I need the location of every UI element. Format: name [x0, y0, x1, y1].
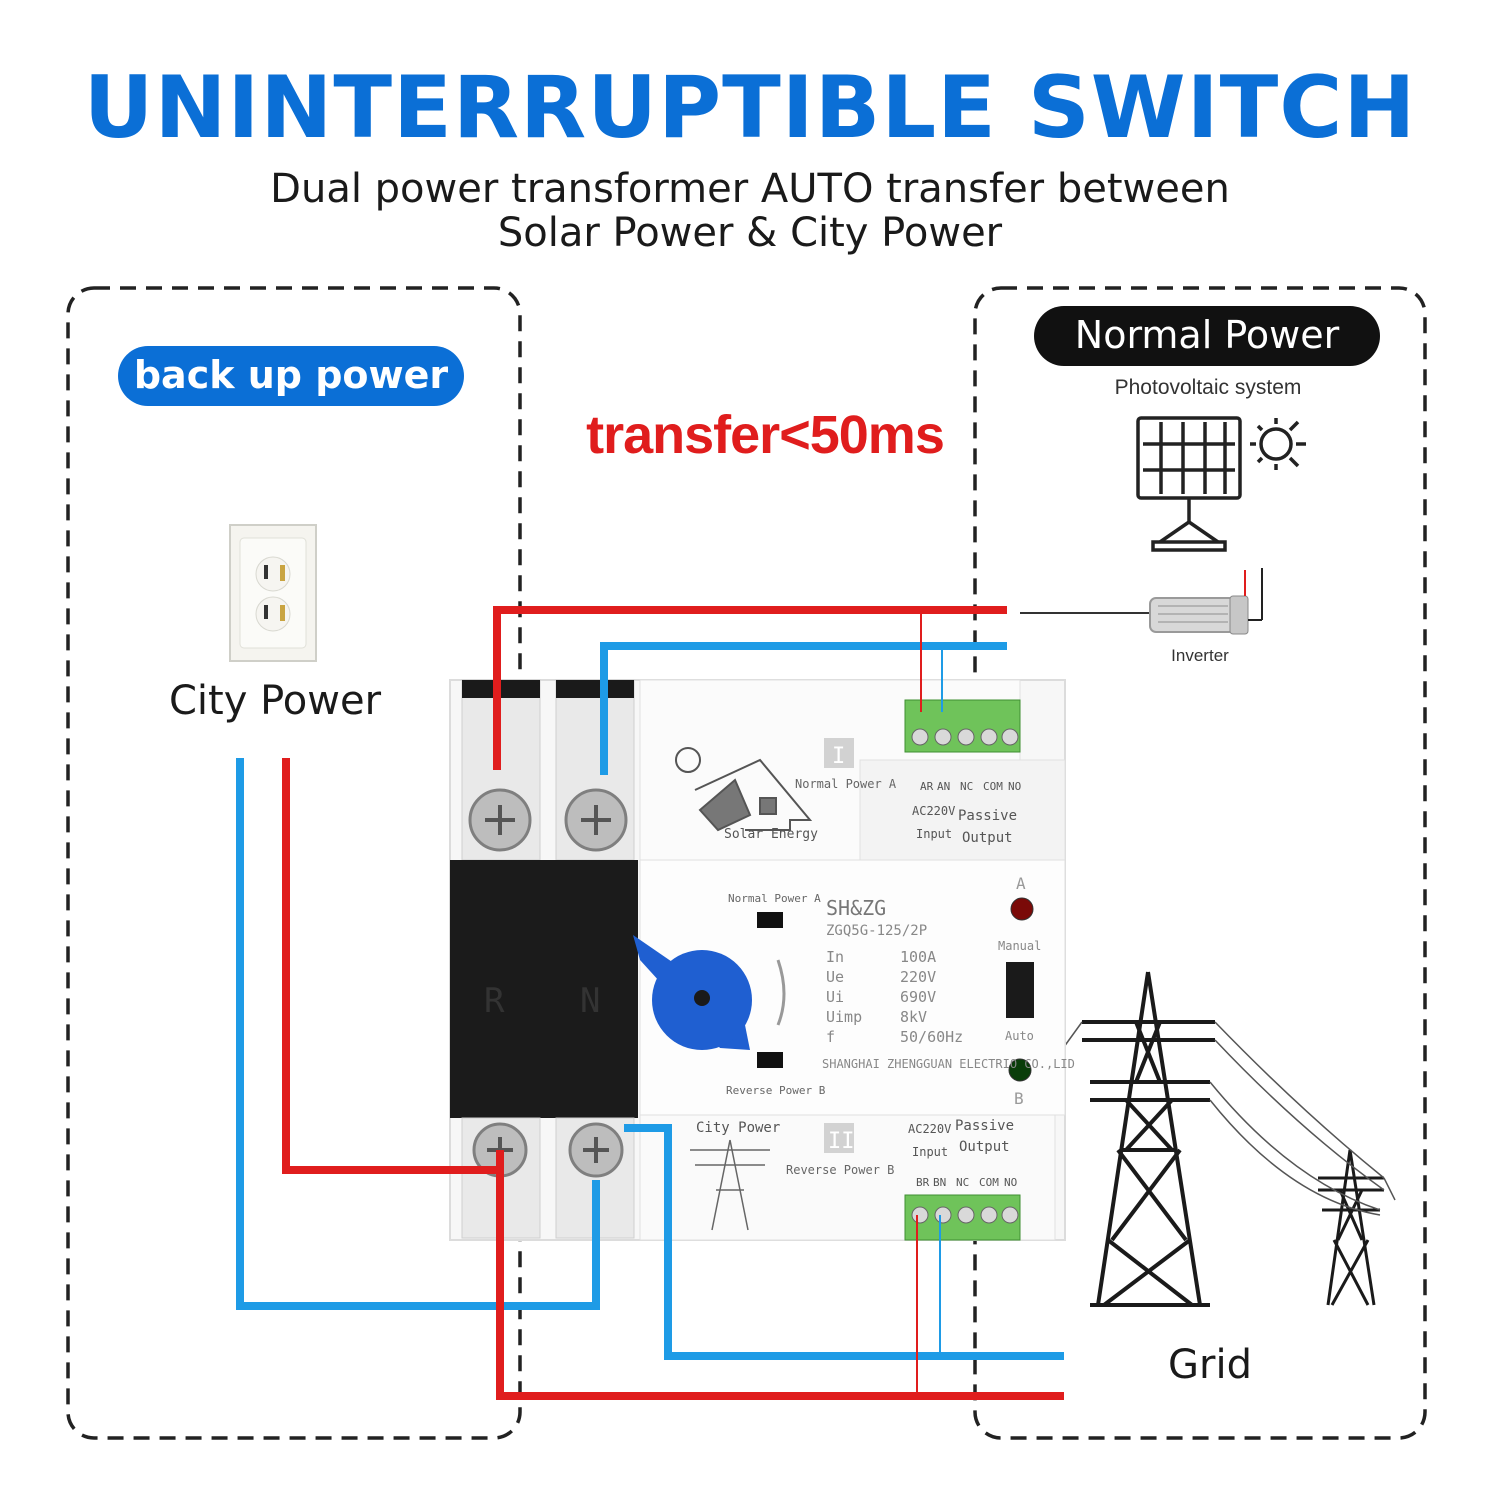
spec-table: In Ue Ui Uimp f 100A 220V 690V 8kV 50/60…: [826, 948, 963, 1046]
spec-value: 8kV: [900, 1008, 927, 1026]
svg-text:BR: BR: [916, 1176, 930, 1189]
passive-top: Passive: [958, 808, 1017, 824]
sun-icon: [1250, 418, 1306, 470]
solar-red-wire: [493, 606, 1007, 770]
bottom-terminal-labels: BR BN NC COM NO: [916, 1176, 1017, 1189]
transfer-time-label: transfer<50ms: [586, 405, 945, 465]
roman-one: I: [832, 744, 845, 769]
spec-value: 100A: [900, 948, 936, 966]
n-letter: N: [580, 981, 600, 1021]
normal-power-box: [973, 286, 1427, 1440]
letter-a: A: [1016, 874, 1026, 893]
grid-red-wire: [496, 1150, 1064, 1400]
spec-value: 50/60Hz: [900, 1028, 963, 1046]
solar-energy-text: Solar Energy: [724, 827, 818, 842]
solar-panel-icon: [1136, 416, 1242, 552]
city-power-device-text: City Power: [696, 1120, 780, 1136]
grid-label: Grid: [1168, 1342, 1252, 1388]
inverter-icon: [1020, 568, 1263, 635]
ac220v-top: AC220V: [912, 804, 955, 818]
letter-b: B: [1014, 1089, 1024, 1108]
svg-text:AN: AN: [937, 780, 950, 793]
city-red-wire: [282, 758, 497, 1174]
solar-blue-wire: [600, 642, 1007, 775]
city-blue-wire: [236, 758, 600, 1310]
top-terminal-labels: AR AN NC COM NO: [920, 780, 1021, 793]
photovoltaic-label: Photovoltaic system: [1114, 376, 1302, 399]
output-top: Output: [962, 830, 1013, 846]
reverse-power-b-bottom: Reverse Power B: [786, 1163, 894, 1177]
power-lines: [1039, 1021, 1396, 1216]
auto-text: Auto: [1005, 1029, 1034, 1043]
ats-device: [449, 679, 1066, 1241]
input-top: Input: [916, 827, 952, 841]
grid-blue-wire: [624, 1124, 1064, 1360]
spec-key: In: [826, 948, 844, 966]
svg-text:COM: COM: [979, 1176, 999, 1189]
svg-text:NC: NC: [956, 1176, 969, 1189]
wires: [236, 606, 1064, 1400]
svg-text:NC: NC: [960, 780, 973, 793]
r-letter: R: [484, 981, 505, 1021]
inverter-label: Inverter: [1171, 646, 1229, 665]
output-bottom: Output: [959, 1139, 1010, 1155]
roman-two: II: [828, 1129, 855, 1154]
brand-text: SH&ZG: [826, 896, 886, 920]
spec-key: Ue: [826, 968, 844, 986]
spec-key: f: [826, 1028, 835, 1046]
svg-text:BN: BN: [933, 1176, 946, 1189]
svg-text:NO: NO: [1004, 1176, 1017, 1189]
maker-text: SHANGHAI ZHENGGUAN ELECTRIO CO.,LID: [822, 1057, 1075, 1071]
subtitle-line-1: Dual power transformer AUTO transfer bet…: [270, 166, 1230, 212]
city-power-label: City Power: [168, 678, 382, 724]
rotary-knob[interactable]: [633, 935, 752, 1050]
manual-auto-switch[interactable]: [1006, 962, 1034, 1018]
page-title: UNINTERRUPTIBLE SWITCH: [83, 58, 1417, 158]
model-text: ZGQ5G-125/2P: [826, 923, 927, 939]
terminal-block-bottom: [904, 1194, 1021, 1241]
normal-power-label: Normal Power: [1034, 306, 1380, 366]
ac220v-bottom: AC220V: [908, 1122, 951, 1136]
normal-power-a-top: Normal Power A: [795, 777, 897, 791]
svg-text:NO: NO: [1008, 780, 1021, 793]
subtitle-line-2: Solar Power & City Power: [497, 210, 1003, 256]
input-bottom: Input: [912, 1145, 948, 1159]
normal-power-a-mid: Normal Power A: [728, 892, 821, 905]
backup-power-label: back up power: [118, 346, 464, 406]
solar-house-icon: [675, 747, 813, 832]
spec-key: Ui: [826, 988, 844, 1006]
terminal-block-top: [904, 699, 1021, 753]
tower-small-device-icon: [690, 1139, 770, 1231]
manual-text: Manual: [998, 939, 1041, 953]
power-tower-large-icon: [1082, 971, 1215, 1307]
wall-outlet-icon: [229, 524, 317, 662]
svg-text:AR: AR: [920, 780, 934, 793]
led-a: [1010, 897, 1034, 921]
spec-key: Uimp: [826, 1008, 862, 1026]
led-b: [1008, 1058, 1032, 1082]
spec-value: 220V: [900, 968, 936, 986]
passive-bottom: Passive: [955, 1118, 1014, 1134]
svg-text:COM: COM: [983, 780, 1003, 793]
power-tower-small-icon: [1318, 1149, 1384, 1306]
spec-value: 690V: [900, 988, 936, 1006]
reverse-power-b-mid: Reverse Power B: [726, 1084, 826, 1097]
